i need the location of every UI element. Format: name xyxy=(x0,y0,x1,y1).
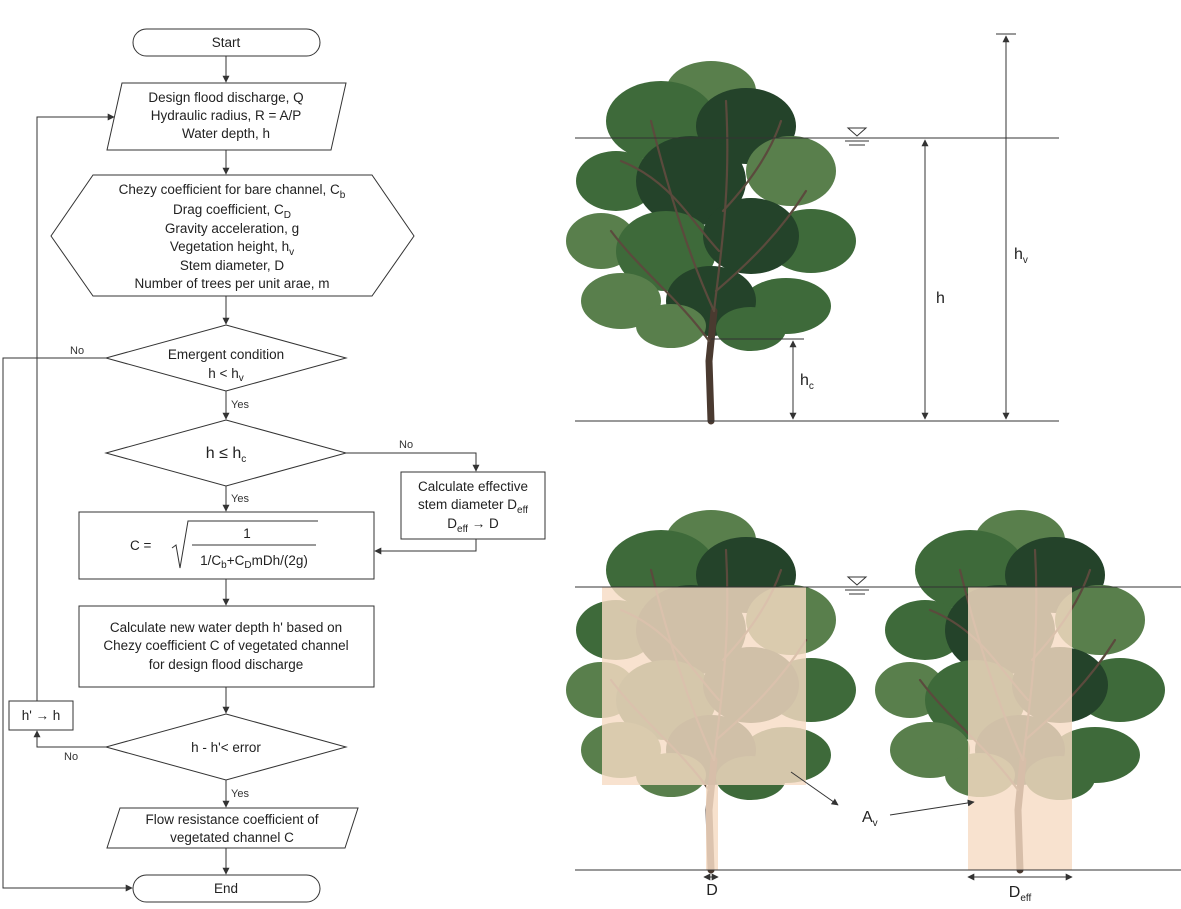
deff-line1: Calculate effective xyxy=(418,479,528,494)
arrow-loop-back xyxy=(36,113,115,701)
illustration-bottom: Av D Deff xyxy=(566,510,1181,904)
arrow-emergent-no xyxy=(2,357,133,892)
av-label: Av xyxy=(862,809,878,829)
arrow-hc-no xyxy=(346,452,480,472)
yes-label-1: Yes xyxy=(231,399,249,411)
trees-line: Number of trees per unit arae, m xyxy=(134,276,329,291)
chezy-bare-line: Chezy coefficient for bare channel, Cb xyxy=(119,182,346,201)
output-line1: Flow resistance coefficient of xyxy=(145,812,318,827)
emergent-line2: h < hv xyxy=(208,366,243,384)
stem-line: Stem diameter, D xyxy=(180,258,285,273)
output-parameter xyxy=(106,807,359,849)
input-parameters-1 xyxy=(106,82,347,151)
input1-line1: Design flood discharge, Q xyxy=(148,90,303,105)
end-label: End xyxy=(214,881,238,896)
input1-line2: Hydraulic radius, R = A/P xyxy=(151,108,301,123)
yes-label-2: Yes xyxy=(231,493,249,505)
water-level-symbol-bottom xyxy=(845,576,869,595)
arrow-deff-formula xyxy=(374,539,477,555)
h-label: h xyxy=(936,290,945,307)
av-pointer-left xyxy=(790,771,839,806)
formula-lhs: C = xyxy=(130,538,152,553)
sqrt-symbol xyxy=(171,520,318,569)
error-label: h - h'< error xyxy=(191,740,261,755)
newdepth-line3: for design flood discharge xyxy=(149,657,304,672)
formula-denominator: 1/Cb+CDmDh/(2g) xyxy=(200,553,308,571)
deff-line2: stem diameter Deff xyxy=(418,497,528,516)
input1-line3: Water depth, h xyxy=(182,126,270,141)
deff-label: Deff xyxy=(1009,884,1032,904)
start-label: Start xyxy=(212,35,241,50)
shaded-area-right xyxy=(968,587,1072,870)
end-node xyxy=(132,874,321,903)
no-label-1: No xyxy=(70,345,84,357)
gravity-line: Gravity acceleration, g xyxy=(165,221,299,236)
flowchart: Start Design flood discharge, Q Hydrauli… xyxy=(2,28,546,903)
hc-label: hc xyxy=(800,372,814,392)
illustration-top: hc h hv xyxy=(566,33,1059,421)
h-le-hc-label: h ≤ hc xyxy=(206,445,246,465)
hv-label: hv xyxy=(1014,246,1028,266)
update-label: h' → h xyxy=(22,708,61,723)
formula-numerator: 1 xyxy=(243,526,251,541)
newdepth-line1: Calculate new water depth h' based on xyxy=(110,620,342,635)
shaded-area-left xyxy=(602,587,806,785)
arrow-error-no xyxy=(33,730,106,748)
input-parameters-2 xyxy=(50,174,415,297)
update-depth-box xyxy=(8,700,74,731)
deff-line3: Deff → D xyxy=(447,516,499,535)
newdepth-line2: Chezy coefficient C of vegetated channel xyxy=(103,638,348,653)
water-level-symbol xyxy=(845,127,869,146)
new-depth-box xyxy=(78,605,375,688)
yes-label-3: Yes xyxy=(231,788,249,800)
trunk-shade xyxy=(706,785,718,870)
d-label: D xyxy=(706,882,718,899)
tree-top xyxy=(566,61,856,421)
no-label-3: No xyxy=(64,751,78,763)
av-pointer-right xyxy=(889,799,975,816)
no-label-2: No xyxy=(399,439,413,451)
effective-diameter-box xyxy=(400,471,546,540)
drag-line: Drag coefficient, CD xyxy=(173,202,291,221)
output-line2: vegetated channel C xyxy=(170,830,294,845)
emergent-line1: Emergent condition xyxy=(168,347,284,362)
veg-height-line: Vegetation height, hv xyxy=(170,239,294,258)
